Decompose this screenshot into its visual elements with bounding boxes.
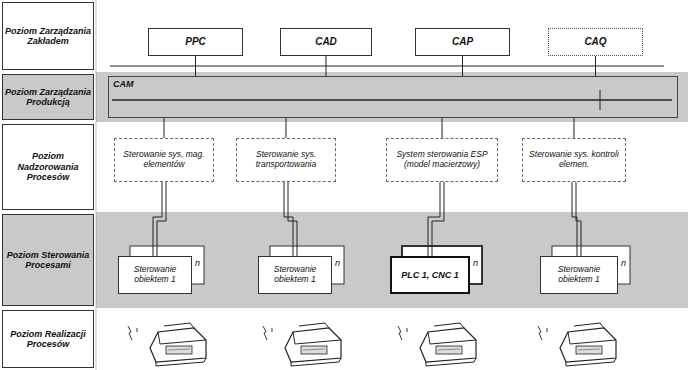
- level-label: Poziom Zarządzania Zakładem: [2, 2, 94, 70]
- node-text: Poziom Zarządzania Zakładem: [3, 26, 93, 47]
- supervision-box: Sterowanie sys. kontroli elemen.: [522, 138, 626, 182]
- grey-band: [96, 72, 688, 122]
- bus-tap: [600, 90, 601, 110]
- node-text: CAQ: [584, 36, 606, 48]
- stack-count: n: [335, 259, 340, 268]
- cam-band: CAM: [108, 76, 678, 118]
- connector: [326, 56, 327, 76]
- stack-count: n: [195, 259, 200, 268]
- level-label: Poziom Realizacji Procesów: [2, 310, 94, 368]
- node-text: PLC 1, CNC 1: [401, 270, 459, 280]
- level-label: Poziom Zarządzania Produkcją: [2, 74, 94, 120]
- connector: [284, 182, 297, 256]
- control-box: Sterowanie obiektem 1: [118, 256, 192, 294]
- bus-line: [112, 99, 672, 100]
- connector: [153, 182, 166, 256]
- node-text: Sterowanie sys. transportowania: [240, 150, 332, 170]
- bus-line: [110, 66, 664, 67]
- supervision-box: Sterowanie sys. transportowania: [236, 138, 336, 182]
- connector: [428, 182, 444, 256]
- machine-illustration: [128, 323, 616, 366]
- level-label: Poziom Nadzorowania Procesów: [2, 124, 94, 210]
- connector: [572, 182, 581, 256]
- stack-count: n: [473, 259, 478, 268]
- supervision-box: Sterowanie sys. mag. elementów: [114, 138, 214, 182]
- system-box: PPC: [148, 28, 243, 56]
- node-text: CAP: [452, 36, 473, 48]
- node-text: Poziom Zarządzania Produkcją: [3, 87, 93, 108]
- system-box: CAQ: [548, 28, 643, 56]
- connector: [286, 118, 287, 138]
- node-text: Poziom Realizacji Procesów: [3, 329, 93, 350]
- connector: [195, 56, 196, 76]
- connector: [574, 118, 575, 138]
- connector: [462, 56, 463, 76]
- connector: [164, 118, 165, 138]
- system-box: CAP: [415, 28, 510, 56]
- node-text: CAD: [315, 36, 337, 48]
- node-text: Sterowanie sys. mag. elementów: [118, 150, 210, 170]
- control-box: PLC 1, CNC 1: [390, 256, 470, 294]
- control-box: Sterowanie obiektem 1: [258, 256, 332, 294]
- control-box: Sterowanie obiektem 1: [540, 256, 618, 294]
- node-text: PPC: [185, 36, 206, 48]
- level-label: Poziom Sterowania Procesami: [2, 214, 94, 306]
- node-text: System sterowania ESP (model macierzowy): [390, 150, 494, 170]
- connector: [442, 118, 443, 138]
- connector: [595, 56, 596, 76]
- node-text: Sterowanie obiektem 1: [122, 265, 188, 285]
- node-text: CAM: [113, 79, 134, 89]
- node-text: Poziom Nadzorowania Procesów: [3, 151, 93, 182]
- node-text: Poziom Sterowania Procesami: [3, 250, 93, 271]
- node-text: Sterowanie obiektem 1: [544, 265, 614, 285]
- supervision-box: System sterowania ESP (model macierzowy): [386, 138, 498, 182]
- grey-band: [96, 212, 688, 308]
- node-text: Sterowanie sys. kontroli elemen.: [526, 150, 622, 170]
- stack-count: n: [621, 259, 626, 268]
- system-box: CAD: [280, 28, 372, 56]
- node-text: Sterowanie obiektem 1: [262, 265, 328, 285]
